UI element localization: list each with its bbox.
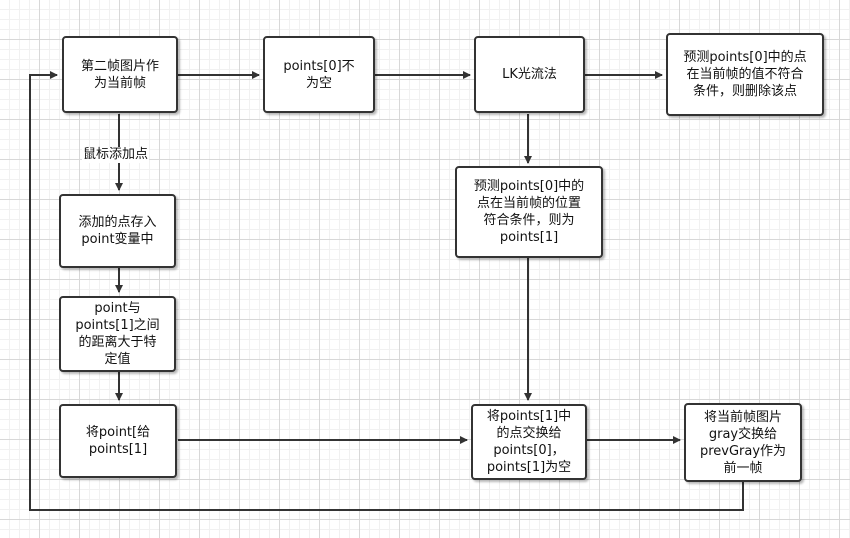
node-mark-points1[interactable]: 预测points[0]中的 点在当前帧的位置 符合条件，则为 points[1] [455,166,603,258]
node-store-point[interactable]: 添加的点存入 point变量中 [59,194,176,268]
node-mark-points1-label: 预测points[0]中的 点在当前帧的位置 符合条件，则为 points[1] [473,179,585,245]
edge-label-mouse-add-point: 鼠标添加点 [82,147,150,163]
node-points0-not-empty[interactable]: points[0]不 为空 [263,36,375,113]
node-distance-check[interactable]: point与 points[1]之间 的距离大于特 定值 [59,296,176,372]
node-assign-point[interactable]: 将point[给 points[1] [59,404,177,478]
node-swap-gray[interactable]: 将当前帧图片 gray交换给 prevGray作为 前一帧 [684,403,802,482]
node-assign-point-label: 将point[给 points[1] [85,425,151,457]
node-second-frame[interactable]: 第二帧图片作 为当前帧 [62,36,178,113]
node-points0-not-empty-label: points[0]不 为空 [283,58,355,91]
node-lk-optical-flow-label: LK光流法 [502,67,557,82]
node-delete-point[interactable]: 预测points[0]中的点 在当前帧的值不符合 条件，则删除该点 [666,33,824,116]
node-lk-optical-flow[interactable]: LK光流法 [474,36,585,113]
node-distance-check-label: point与 points[1]之间 的距离大于特 定值 [75,301,160,367]
arrow-swap-gray-loop-back [29,71,744,511]
node-store-point-label: 添加的点存入 point变量中 [78,215,157,247]
node-swap-gray-label: 将当前帧图片 gray交换给 prevGray作为 前一帧 [699,409,787,476]
node-swap-points[interactable]: 将points[1]中 的点交换给 points[0]， points[1]为空 [471,404,587,480]
node-delete-point-label: 预测points[0]中的点 在当前帧的值不符合 条件，则删除该点 [683,50,807,99]
node-second-frame-label: 第二帧图片作 为当前帧 [80,58,159,91]
node-swap-points-label: 将points[1]中 的点交换给 points[0]， points[1]为空 [486,409,572,475]
